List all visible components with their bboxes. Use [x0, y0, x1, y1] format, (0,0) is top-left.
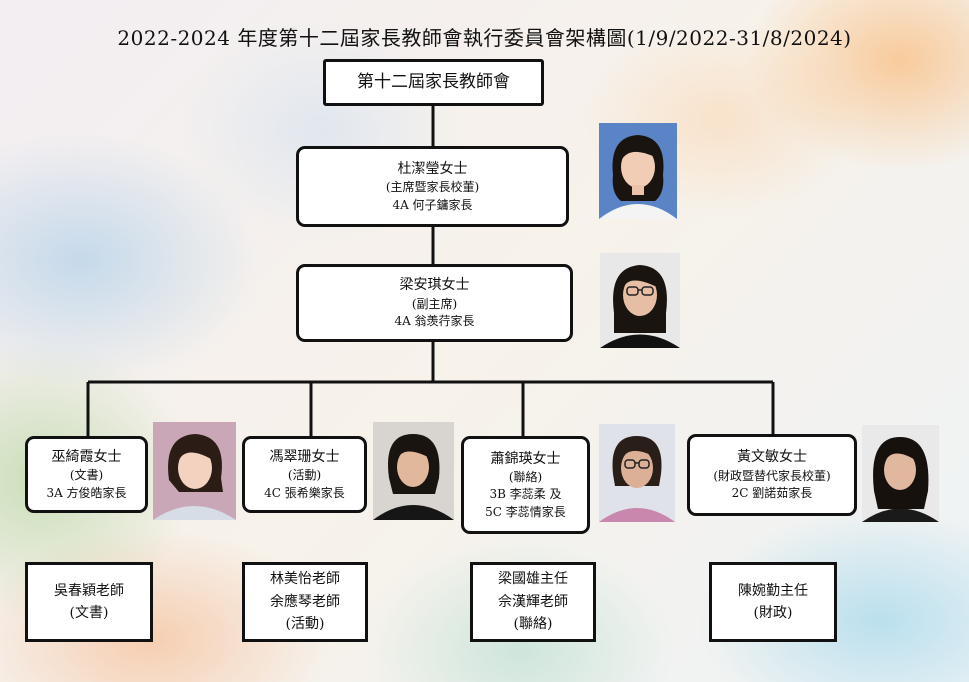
vice-chair-role: (副主席) [411, 296, 458, 311]
member-role: (聯絡) [508, 470, 543, 485]
member-role: (財政暨替代家長校董) [713, 468, 831, 483]
teacher-line: 陳婉勤主任 [738, 582, 808, 599]
member-parent-2: 5C 李蕊情家長 [485, 504, 566, 519]
chair-node: 杜潔瑩女士 (主席暨家長校董) 4A 何子鏞家長 [296, 146, 569, 227]
member-photo-2 [373, 422, 454, 520]
teacher-line: (文書) [69, 605, 109, 621]
member-node-1: 巫綺霞女士 (文書) 3A 方俊皓家長 [25, 436, 148, 513]
member-node-4: 黃文敏女士 (財政暨替代家長校董) 2C 劉諾茹家長 [687, 434, 857, 516]
vice-chair-parent: 4A 翁羡荇家長 [394, 314, 475, 329]
member-photo-3 [599, 424, 675, 522]
member-parent: 2C 劉諾茹家長 [731, 486, 813, 501]
teacher-box-3: 梁國雄主任 佘漢輝老師 (聯絡) [470, 562, 596, 642]
member-parent: 3A 方俊皓家長 [46, 485, 127, 500]
member-photo-1 [153, 422, 236, 520]
root-label: 第十二屆家長教師會 [357, 72, 510, 93]
chair-photo [599, 123, 677, 219]
teacher-box-4: 陳婉勤主任 (財政) [709, 562, 837, 642]
teacher-box-2: 林美怡老師 余應琴老師 (活動) [242, 562, 368, 642]
teacher-line: 余應琴老師 [270, 593, 340, 610]
chair-name: 杜潔瑩女士 [397, 160, 468, 177]
teacher-line: (財政) [753, 605, 793, 621]
member-photo-4 [862, 425, 939, 522]
chair-role: (主席暨家長校董) [385, 180, 480, 195]
teacher-box-1: 吳春穎老師 (文書) [25, 562, 153, 642]
chair-parent: 4A 何子鏞家長 [392, 197, 473, 212]
teacher-line: 梁國雄主任 [498, 571, 568, 588]
teacher-line: 吳春穎老師 [54, 582, 124, 599]
member-name: 黃文敏女士 [737, 449, 807, 466]
member-node-2: 馮翠珊女士 (活動) 4C 張希樂家長 [242, 436, 367, 513]
teacher-line: 林美怡老師 [270, 571, 340, 588]
vice-chair-name: 梁安琪女士 [399, 277, 470, 294]
member-name: 馮翠珊女士 [269, 448, 340, 465]
member-name: 蕭錦瑛女士 [490, 450, 561, 467]
root-node: 第十二屆家長教師會 [323, 59, 544, 106]
member-role: (活動) [287, 468, 322, 483]
member-role: (文書) [69, 468, 104, 483]
member-name: 巫綺霞女士 [51, 448, 122, 465]
member-parent: 3B 李蕊柔 及 [489, 487, 562, 502]
member-node-3: 蕭錦瑛女士 (聯絡) 3B 李蕊柔 及 5C 李蕊情家長 [461, 436, 590, 534]
teacher-line: (聯絡) [513, 616, 553, 633]
member-parent: 4C 張希樂家長 [264, 485, 345, 500]
page-title: 2022-2024 年度第十二屆家長教師會執行委員會架構圖(1/9/2022-3… [117, 26, 852, 50]
teacher-line: (活動) [285, 616, 325, 633]
vice-chair-node: 梁安琪女士 (副主席) 4A 翁羡荇家長 [296, 264, 573, 342]
vice-chair-photo [600, 253, 680, 348]
teacher-line: 佘漢輝老師 [498, 593, 568, 610]
